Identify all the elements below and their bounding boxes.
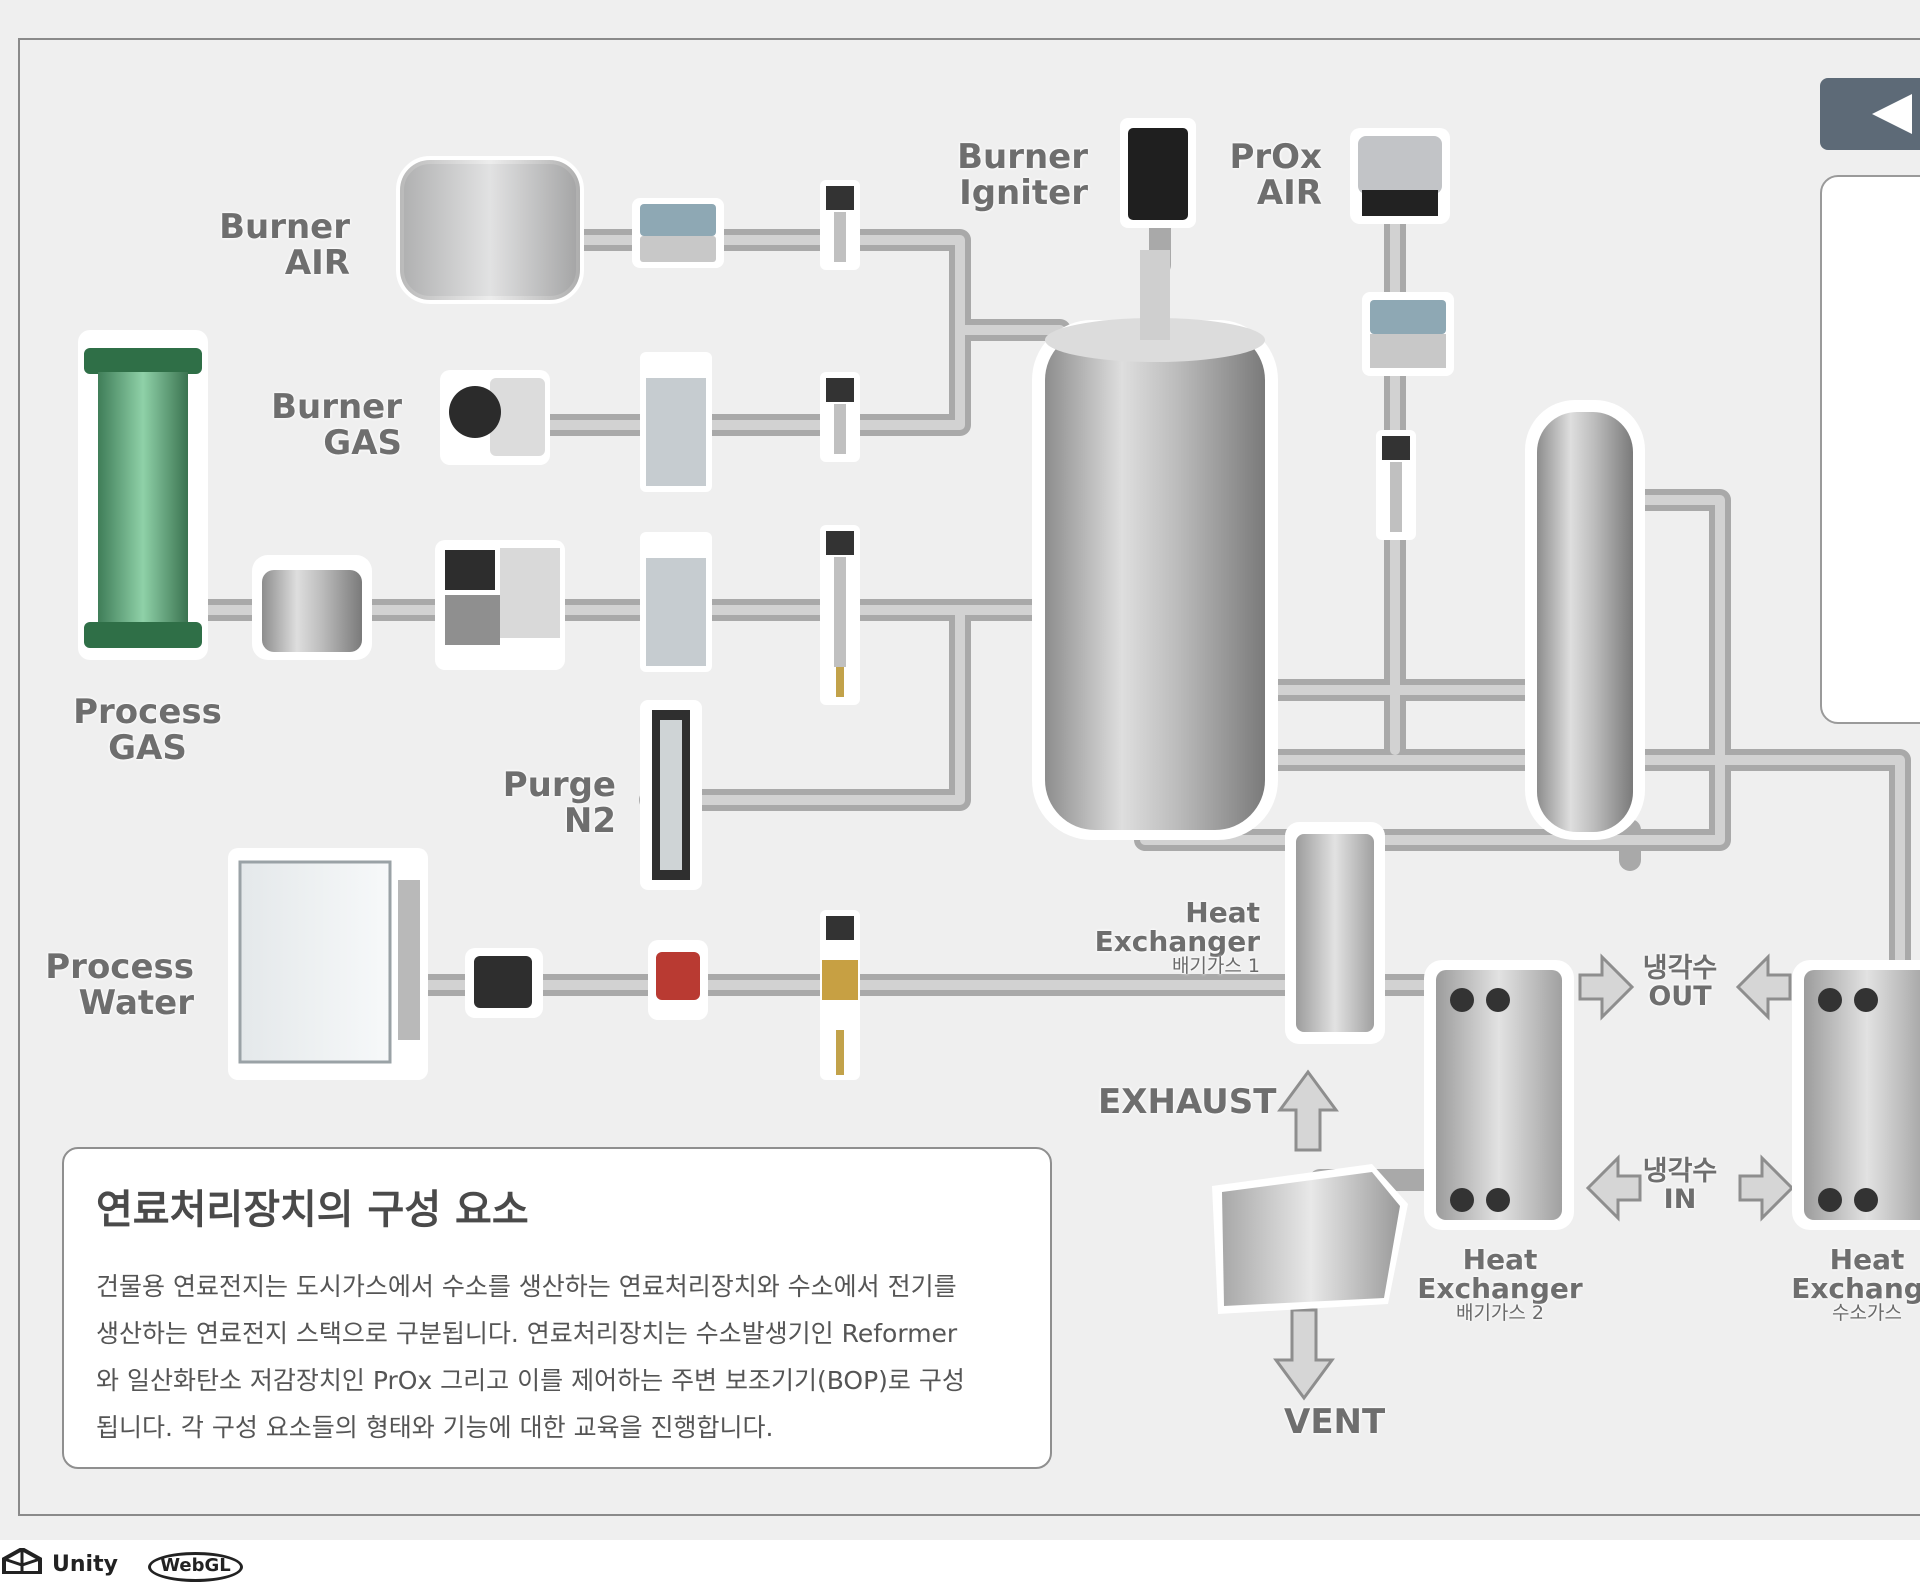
process-water-tank <box>228 848 428 1080</box>
desulfurizer-column <box>78 330 208 660</box>
flow-arrows <box>1273 953 1795 1401</box>
arrow-coolant-in-left <box>1585 1154 1642 1222</box>
info-line: 건물용 연료전지는 도시가스에서 수소를 생산하는 연료처리장치와 수소에서 전… <box>96 1272 957 1301</box>
label-exhaust: EXHAUST <box>1098 1082 1277 1122</box>
info-title: 연료처리장치의 구성 요소 <box>96 1187 529 1233</box>
heat-exchanger-1 <box>1285 822 1385 1044</box>
mass-flow-controllers <box>640 352 712 672</box>
label-heat-exchanger-1: Heat Exchanger 배기가스 1 <box>1094 896 1260 977</box>
reformer-vessel <box>1032 250 1278 840</box>
label-vent: VENT <box>1284 1402 1386 1442</box>
webgl-badge: WebGL <box>148 1552 243 1582</box>
water-pump <box>465 948 543 1018</box>
info-box: 연료처리장치의 구성 요소 건물용 연료전지는 도시가스에서 수소를 생산하는 … <box>62 1147 1052 1469</box>
process-diagram <box>78 118 1920 1401</box>
info-line: 됩니다. 각 구성 요소들의 형태와 기능에 대한 교육을 진행합니다. <box>96 1413 774 1442</box>
burner-gas-pump <box>440 370 550 465</box>
process-gas-compressor <box>435 540 565 670</box>
panel-toggle-button[interactable] <box>1820 78 1920 150</box>
prox-reactor <box>1525 400 1645 840</box>
water-solenoid-valve <box>648 940 708 1020</box>
prox-air-blower <box>1350 128 1450 224</box>
burner-air-blower <box>396 156 584 304</box>
burner-igniter <box>1120 118 1196 228</box>
prox-air-flow-meter <box>1362 292 1454 376</box>
diagram-frame <box>18 38 1920 1516</box>
pressure-sensors <box>820 180 1416 1080</box>
footer <box>0 1540 1920 1571</box>
arrow-exhaust-up <box>1277 1069 1339 1152</box>
side-panel <box>1820 175 1920 724</box>
heat-exchanger-2 <box>1424 960 1574 1230</box>
unity-cube-icon <box>2 1548 42 1574</box>
info-line: 생산하는 연료전지 스택으로 구분됩니다. 연료처리장치는 수소발생기인 Ref… <box>96 1319 958 1348</box>
arrow-vent-down <box>1273 1308 1335 1401</box>
burner-air-flow-meter <box>632 198 724 268</box>
arrow-coolant-out-right <box>1578 953 1635 1021</box>
arrow-coolant-out-left <box>1735 953 1792 1021</box>
triangle-left-icon <box>1872 94 1912 134</box>
info-body: 건물용 연료전지는 도시가스에서 수소를 생산하는 연료처리장치와 수소에서 전… <box>96 1263 1018 1451</box>
gas-filter <box>252 555 372 660</box>
arrow-coolant-in-right <box>1738 1154 1795 1222</box>
purge-n2-rotameter <box>640 700 702 890</box>
unity-brand-text: Unity <box>52 1552 118 1577</box>
info-line: 와 일산화탄소 저감장치인 PrOx 그리고 이를 제어하는 주변 보조기기(B… <box>96 1366 965 1395</box>
heat-exchanger-3 <box>1792 960 1920 1230</box>
condensate-tank <box>1212 1164 1408 1314</box>
